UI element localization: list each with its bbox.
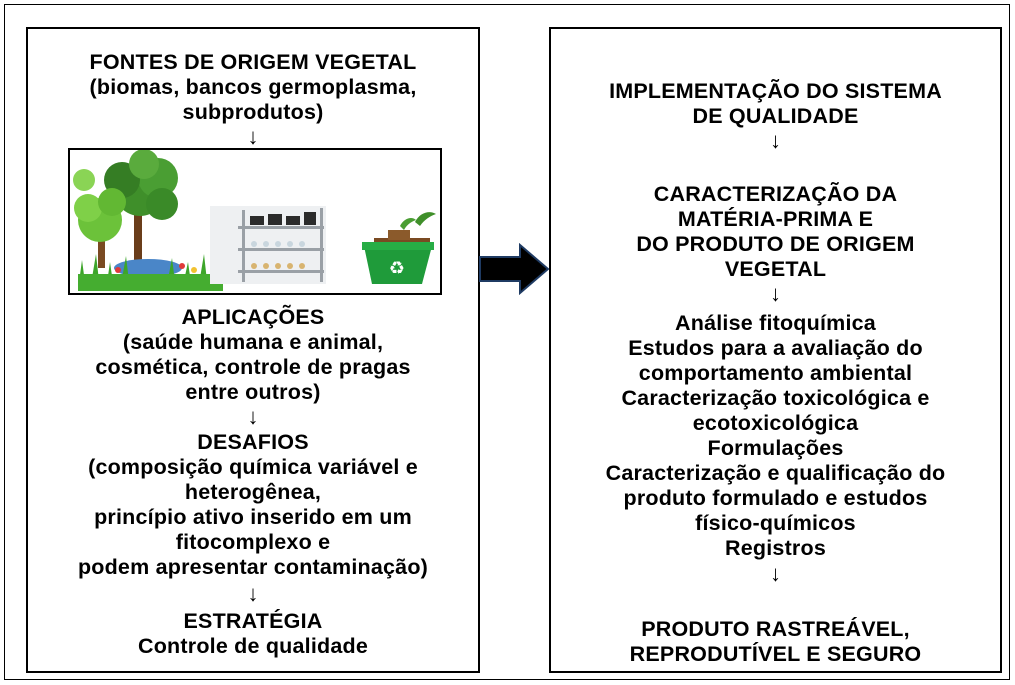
step-line: comportamento ambiental [638,361,913,385]
challenges-title: DESAFIOS [197,430,309,454]
result-block: PRODUTO RASTREÁVEL, REPRODUTÍVEL E SEGUR… [551,617,1000,667]
tree-biome-icon [73,150,223,291]
challenges-line: heterogênea, [184,480,322,504]
strategy-block: ESTRATÉGIA Controle de qualidade [28,609,478,659]
right-panel: IMPLEMENTAÇÃO DO SISTEMA DE QUALIDADE ↓ … [549,27,1002,673]
challenges-line: (composição química variável e [88,455,418,479]
characterization-line: DO PRODUTO DE ORIGEM [636,232,915,256]
step-line: físico-químicos [695,511,856,535]
step-line: Caracterização e qualificação do [605,461,946,485]
step-line: Caracterização toxicológica e [621,386,930,410]
step-line: ecotoxicológica [692,411,859,435]
plant-sources-image: ♻ [68,148,442,295]
implementation-block: IMPLEMENTAÇÃO DO SISTEMA DE QUALIDADE [551,79,1000,129]
implementation-line: DE QUALIDADE [692,104,859,128]
applications-line: entre outros) [185,380,321,404]
right-arrow-icon [479,243,550,295]
sources-line: (biomas, bancos germoplasma, [89,75,417,99]
svg-text:♻: ♻ [389,258,405,279]
sources-block: FONTES DE ORIGEM VEGETAL (biomas, bancos… [28,50,478,125]
down-arrow: ↓ [770,561,781,586]
strategy-line: Controle de qualidade [138,634,368,658]
characterization-block: CARACTERIZAÇÃO DA MATÉRIA-PRIMA E DO PRO… [551,182,1000,282]
strategy-title: ESTRATÉGIA [183,609,323,633]
sources-line: subprodutos) [182,100,324,124]
characterization-line: MATÉRIA-PRIMA E [677,207,874,231]
challenges-line: podem apresentar contaminação) [77,555,429,579]
characterization-line: CARACTERIZAÇÃO DA [653,182,898,206]
step-line: Registros [725,536,826,560]
applications-title: APLICAÇÕES [181,305,325,329]
down-arrow: ↓ [247,581,259,606]
recycle-bin-icon: ♻ [362,212,436,284]
left-panel: FONTES DE ORIGEM VEGETAL (biomas, bancos… [26,27,480,673]
step-line: produto formulado e estudos [623,486,928,510]
down-arrow: ↓ [770,128,781,153]
challenges-block: DESAFIOS (composição química variável e … [28,430,478,580]
applications-block: APLICAÇÕES (saúde humana e animal, cosmé… [28,305,478,405]
result-line: REPRODUTÍVEL E SEGURO [629,642,922,666]
applications-line: cosmética, controle de pragas [95,355,411,379]
challenges-line: princípio ativo inserido em um [94,505,412,529]
applications-line: (saúde humana e animal, [122,330,384,354]
down-arrow: ↓ [770,281,781,306]
down-arrow: ↓ [247,124,259,149]
step-line: Formulações [707,436,844,460]
characterization-line: VEGETAL [724,257,827,281]
challenges-line: fitocomplexo e [175,530,331,554]
figure-frame [4,4,1010,680]
sources-title: FONTES DE ORIGEM VEGETAL [89,50,417,74]
result-line: PRODUTO RASTREÁVEL, [641,617,910,641]
implementation-line: IMPLEMENTAÇÃO DO SISTEMA [609,79,942,103]
germplasm-shelf-icon [210,206,326,284]
steps-block: Análise fitoquímica Estudos para a avali… [551,311,1000,561]
step-line: Análise fitoquímica [675,311,876,335]
down-arrow: ↓ [247,404,259,429]
step-line: Estudos para a avaliação do [628,336,923,360]
